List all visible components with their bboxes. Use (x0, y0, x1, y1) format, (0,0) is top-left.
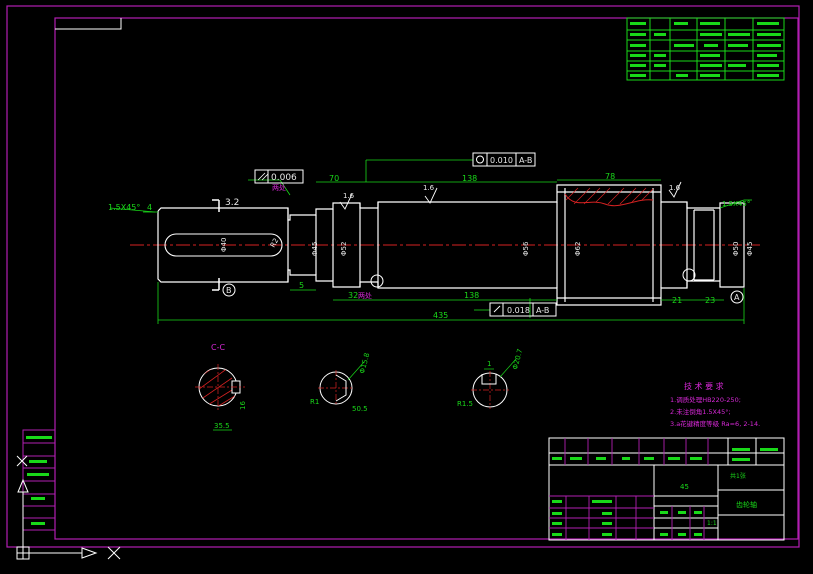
ucs-icon (16, 478, 121, 560)
section2-r: R1 (310, 398, 319, 406)
section1-dim-b: 35.5 (214, 422, 230, 430)
section2-dim-phi: Φ15.8 (358, 352, 371, 374)
dim-138-top: 138 (462, 174, 477, 183)
title-block-text-marks (552, 448, 778, 536)
section2-dim-b: 50.5 (352, 405, 368, 413)
notes-line1: 1.调质处理HB220-250; (670, 395, 741, 404)
section-2 (318, 361, 365, 406)
title-block-sheet: 共1张 (730, 472, 746, 480)
dim-32: 32 (348, 291, 358, 300)
gdt-bottom-value: 0.018 (507, 306, 530, 315)
revision-table-text (630, 22, 781, 77)
dim-phi-mid2: Φ52 (340, 242, 348, 256)
dimension-lines (109, 159, 752, 324)
section-cc (195, 364, 245, 410)
dim-phi-mid1: Φ45 (311, 242, 319, 256)
gear-hatch (565, 187, 654, 205)
inner-frame (54, 17, 799, 540)
notes-line3: 3.a花键精度等级 Ra=6, 2-14. (670, 419, 760, 428)
frame-corner-mark (55, 18, 122, 30)
dim-phi-main: Φ56 (522, 241, 530, 256)
ucs-cross-left (16, 455, 28, 467)
gdt-frames (254, 152, 557, 317)
notes-line2: 2.未注倒角1.5X45°; (670, 407, 731, 416)
dim-r-label: R2 (269, 237, 281, 249)
dim-runout: 0.006 (271, 173, 297, 183)
datum-b-label: B (226, 286, 232, 295)
title-block-part-name: 齿轮轴 (736, 500, 757, 509)
center-hole-left (370, 274, 384, 288)
dim-rough-left: 1.6 (343, 192, 355, 200)
datum-b-circle (222, 283, 236, 297)
gdt-bottom-datum: A-B (536, 306, 549, 315)
dimension-texts: 1.5X45° 4 3.2 0.006 70 1.6 138 1.6 78 1.… (108, 156, 754, 320)
dim-phi-right1: Φ50 (732, 242, 740, 256)
revision-table (626, 17, 785, 81)
dim-phi-gear: Φ62 (574, 242, 582, 256)
left-strip (22, 429, 56, 531)
dim-roughness-32: 3.2 (225, 198, 239, 208)
title-block-magenta-grid (549, 438, 709, 540)
outer-frame (6, 5, 800, 548)
dim-435: 435 (433, 311, 448, 320)
dim-phi-right2: Φ45 (746, 242, 754, 256)
title-block (548, 437, 785, 541)
roughness-symbols (339, 181, 682, 210)
keyway-slot (164, 233, 283, 257)
dim-rough-right: 1.6 (669, 184, 681, 192)
technical-notes: 技 术 要 求 1.调质处理HB220-250; 2.未注倒角1.5X45°; … (670, 381, 760, 428)
dim-key-left: 4 (147, 203, 152, 212)
datum-a-label: A (734, 293, 740, 302)
center-hole-right (682, 268, 696, 282)
shaft-outline (157, 184, 745, 306)
dim-phi-left: Φ40 (220, 238, 228, 252)
pink-note-right: 两处 (358, 291, 372, 300)
dim-70: 70 (329, 174, 339, 183)
section-cc-label: C-C (211, 343, 225, 352)
title-block-scale: 1:1 (707, 520, 717, 527)
dim-5: 5 (299, 281, 304, 290)
dim-78: 78 (605, 172, 615, 181)
dim-138-bottom: 138 (464, 291, 479, 300)
left-strip-labels (26, 436, 52, 525)
section-cut-markers (212, 199, 220, 291)
gdt-symbol-flat (257, 172, 269, 181)
section1-dim-a: 16 (239, 401, 247, 410)
dim-chamfer: 1.5X45° (108, 203, 140, 212)
section3-r: R1.5 (457, 400, 473, 408)
dim-rough-mid: 1.6 (423, 184, 435, 192)
section3-dim-phi: Φ20.7 (511, 348, 524, 370)
gdt-top-value: 0.010 (490, 156, 513, 165)
gdt-top-datum: A-B (519, 156, 532, 165)
section3-dim-top: 1 (487, 360, 491, 368)
gear-break-line (564, 193, 654, 207)
section-3 (471, 358, 517, 409)
pink-note-left: 两处 (272, 183, 286, 192)
dim-21: 21 (672, 296, 682, 305)
datum-a-circle (730, 290, 744, 304)
dim-chamfer-right: 1.5X45° (722, 200, 750, 208)
notes-title: 技 术 要 求 (684, 381, 724, 391)
dim-23: 23 (705, 296, 715, 305)
title-block-material: 45 (680, 483, 689, 491)
gdt-symbol-runout (493, 305, 501, 313)
